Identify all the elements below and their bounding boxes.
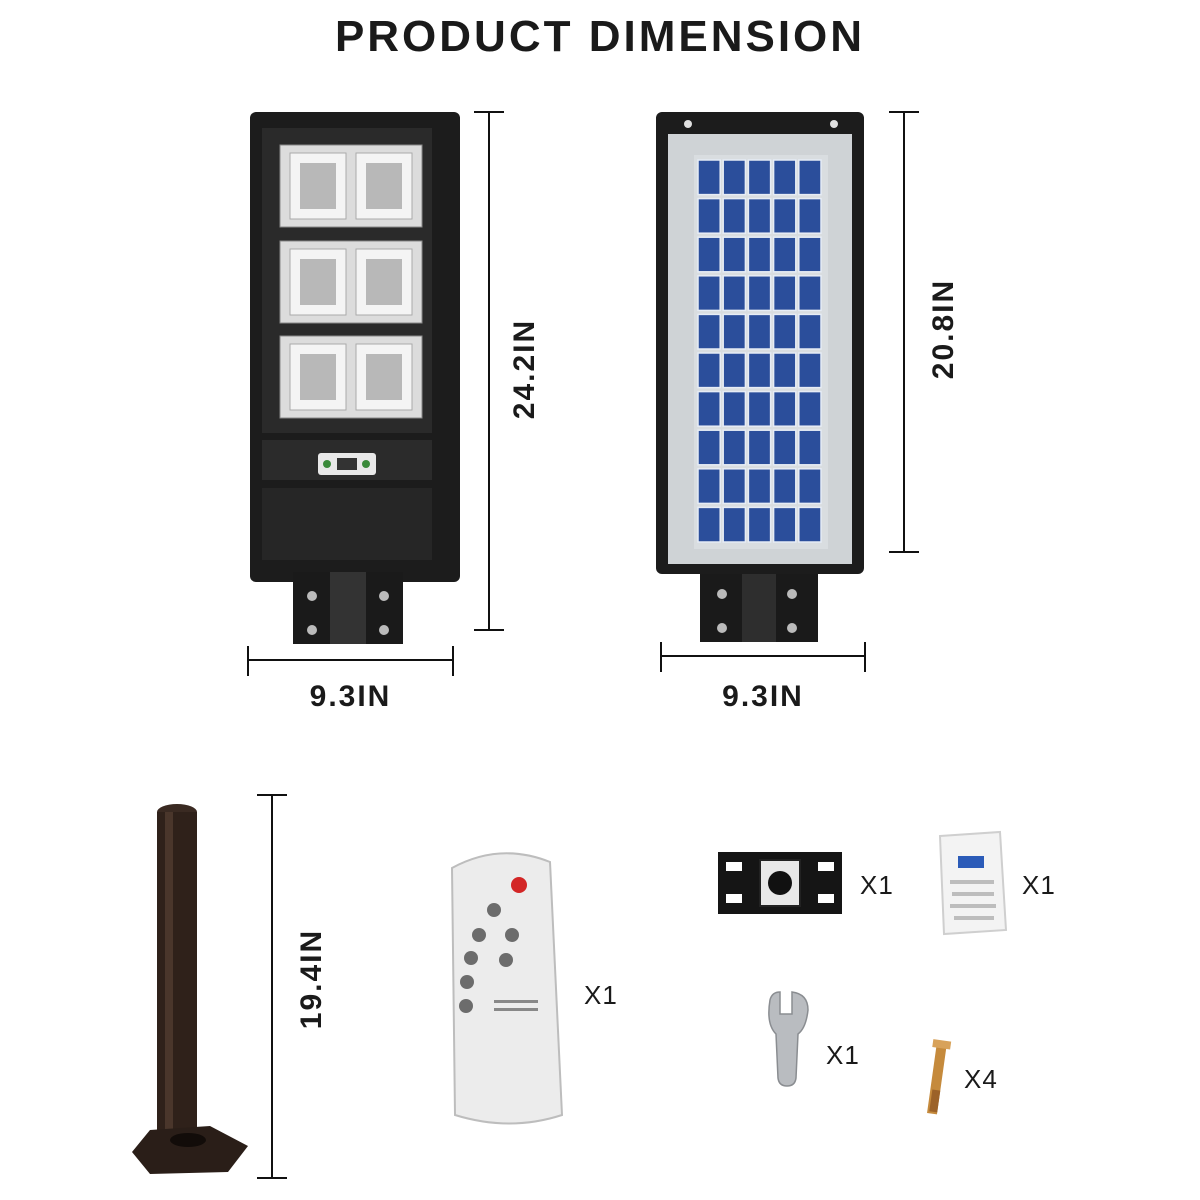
back-width-label: 9.3IN — [722, 680, 804, 713]
solar-cell — [697, 429, 721, 466]
bracket-quantity: X1 — [860, 870, 894, 900]
solar-cell — [772, 236, 797, 273]
solar-cell — [722, 159, 747, 196]
solar-cell — [722, 197, 747, 234]
solar-panel-icon — [656, 112, 864, 642]
solar-cell — [772, 352, 797, 389]
solar-cell — [722, 236, 747, 273]
front-height-dimension-line — [474, 111, 504, 631]
solar-cell — [697, 506, 721, 543]
solar-cell — [697, 313, 721, 350]
solar-cell — [798, 352, 822, 389]
solar-cell — [772, 275, 797, 312]
remote-quantity: X1 — [584, 980, 618, 1010]
solar-cell — [722, 275, 747, 312]
solar-cell — [747, 429, 772, 466]
solar-cell — [747, 468, 772, 505]
solar-cell — [798, 236, 822, 273]
solar-cell — [747, 352, 772, 389]
solar-cell — [697, 159, 721, 196]
solar-cell — [798, 159, 822, 196]
solar-cell — [772, 159, 797, 196]
expansion-bolt-icon — [927, 1039, 952, 1115]
solar-cell — [772, 197, 797, 234]
solar-cell — [697, 468, 721, 505]
back-height-label: 20.8IN — [927, 278, 960, 380]
solar-cell — [772, 313, 797, 350]
solar-cell — [747, 390, 772, 427]
mounting-pole-icon — [132, 804, 248, 1174]
solar-cell — [722, 390, 747, 427]
solar-cell — [772, 429, 797, 466]
solar-cell — [772, 468, 797, 505]
solar-cell — [697, 197, 721, 234]
solar-cell — [697, 352, 721, 389]
solar-cell — [697, 236, 721, 273]
screw-bag-quantity: X1 — [1022, 870, 1056, 900]
led-street-light-icon — [250, 112, 460, 644]
back-height-dimension-line — [889, 111, 919, 553]
solar-cell — [747, 197, 772, 234]
solar-cell — [798, 390, 822, 427]
solar-cell — [798, 468, 822, 505]
pole-height-dimension-line — [257, 794, 287, 1179]
solar-cell — [747, 159, 772, 196]
solar-cell — [747, 313, 772, 350]
page-title: PRODUCT DIMENSION — [334, 12, 866, 61]
solar-cell — [722, 429, 747, 466]
front-height-label: 24.2IN — [508, 318, 541, 420]
wrench-icon — [768, 991, 809, 1087]
solar-cell — [722, 313, 747, 350]
solar-cell — [772, 506, 797, 543]
remote-control-icon — [450, 852, 564, 1125]
solar-cell — [747, 236, 772, 273]
bracket-icon — [718, 852, 842, 914]
front-width-dimension-line — [247, 646, 454, 676]
solar-cell — [798, 275, 822, 312]
wrench-quantity: X1 — [826, 1040, 860, 1070]
solar-cell — [722, 352, 747, 389]
solar-cell — [798, 313, 822, 350]
screw-bag-icon — [938, 830, 1008, 936]
front-width-label: 9.3IN — [309, 680, 392, 713]
solar-cell — [747, 275, 772, 312]
solar-cell — [798, 197, 822, 234]
solar-cell — [772, 390, 797, 427]
solar-cell — [722, 468, 747, 505]
solar-cell — [798, 506, 822, 543]
solar-cell — [722, 506, 747, 543]
solar-cell — [697, 275, 721, 312]
solar-cell — [697, 390, 721, 427]
pole-height-label: 19.4IN — [295, 928, 328, 1030]
solar-cell — [747, 506, 772, 543]
back-width-dimension-line — [660, 642, 866, 672]
expansion-bolt-quantity: X4 — [964, 1064, 998, 1094]
solar-cell — [798, 429, 822, 466]
